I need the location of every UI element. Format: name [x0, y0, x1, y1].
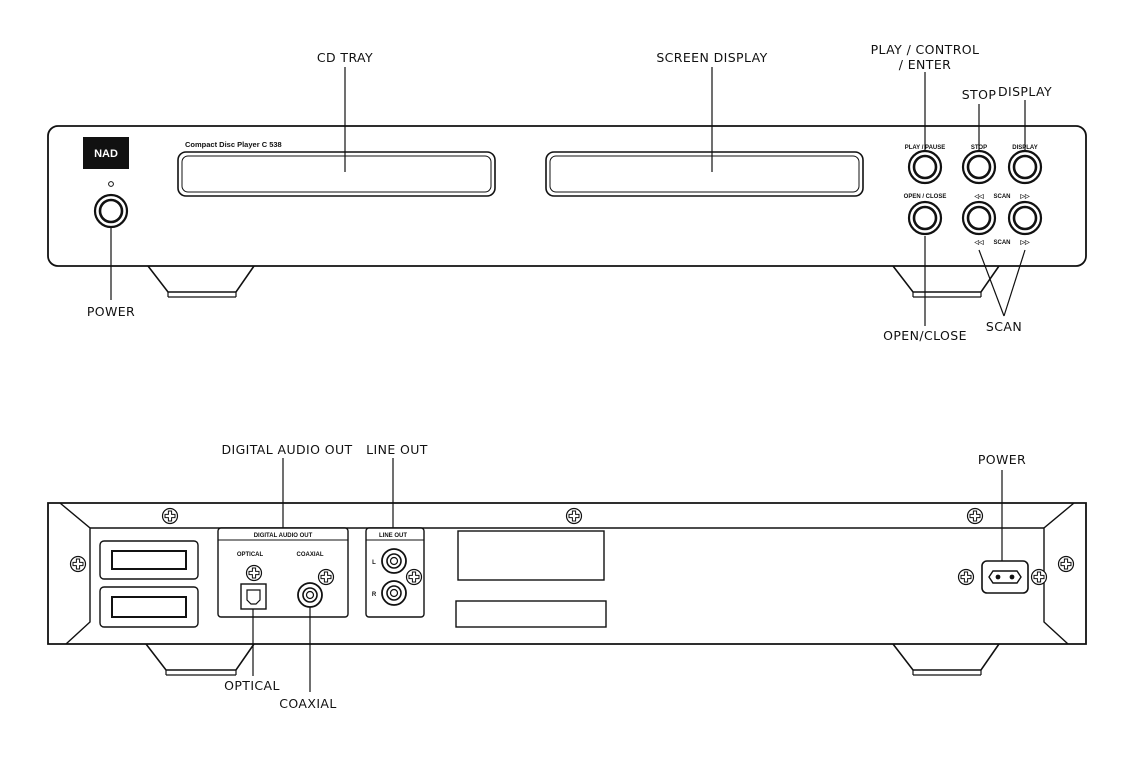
rear-serial-plate [455, 600, 607, 628]
screw-icon [317, 568, 335, 586]
rear-label-plate [457, 530, 605, 581]
screw-icon [966, 507, 984, 525]
scan-callout: SCAN [986, 319, 1022, 334]
digital-audio-out-label: DIGITAL AUDIO OUT [254, 533, 313, 539]
open-close-callout: OPEN/CLOSE [883, 328, 967, 343]
front-panel: NAD Compact Disc Player C 538 PLAY / PAU… [47, 42, 1087, 343]
vent-bottom [99, 586, 199, 628]
optical-callout: OPTICAL [224, 678, 280, 693]
vent-top [99, 540, 199, 580]
power-button[interactable] [93, 193, 129, 229]
scan-forward-button[interactable] [1007, 200, 1043, 236]
line-out-right-port[interactable] [381, 580, 407, 606]
screw-icon [245, 564, 263, 582]
line-out-section: LINE OUT L R [365, 527, 425, 618]
scan-bottom-label: SCAN [993, 240, 1010, 246]
scan-back-bottom-icon: ◁◁ [973, 239, 984, 246]
scan-fwd-bottom-icon: ▷▷ [1019, 239, 1030, 246]
screw-icon [1057, 555, 1075, 573]
rear-power-callout: POWER [978, 452, 1026, 467]
coaxial-label: COAXIAL [297, 552, 324, 558]
scan-back-button[interactable] [961, 200, 997, 236]
play-control-callout-line1: PLAY / CONTROL [871, 42, 980, 57]
coaxial-port[interactable] [297, 582, 323, 608]
screw-icon [957, 568, 975, 586]
open-close-button[interactable] [907, 200, 943, 236]
stop-button[interactable] [961, 149, 997, 185]
screw-icon [69, 555, 87, 573]
screen-display-callout: SCREEN DISPLAY [656, 50, 767, 65]
nad-logo: NAD [83, 137, 129, 169]
rear-panel: DIGITAL AUDIO OUT OPTICAL COAXIAL LINE O… [47, 442, 1087, 711]
coaxial-callout: COAXIAL [279, 696, 336, 711]
optical-label: OPTICAL [237, 552, 264, 558]
stop-callout: STOP [962, 87, 997, 102]
power-led [108, 181, 114, 187]
screw-icon [405, 568, 423, 586]
front-foot-left [147, 265, 255, 298]
model-label: Compact Disc Player C 538 [185, 140, 282, 149]
screw-icon [161, 507, 179, 525]
rear-foot-left [145, 643, 255, 676]
screw-icon [565, 507, 583, 525]
svg-text:NAD: NAD [94, 148, 118, 160]
rear-leader-lines [252, 458, 1003, 692]
cd-tray[interactable] [177, 151, 496, 197]
scan-top-label: SCAN [993, 194, 1010, 200]
display-callout: DISPLAY [998, 84, 1052, 99]
cd-tray-callout: CD TRAY [317, 50, 373, 65]
play-pause-button[interactable] [907, 149, 943, 185]
rear-foot-right [892, 643, 1000, 676]
right-channel-label: R [372, 592, 377, 598]
screw-icon [1030, 568, 1048, 586]
left-channel-label: L [372, 560, 376, 566]
optical-port[interactable] [240, 583, 267, 610]
screen-display [545, 151, 864, 197]
power-callout: POWER [87, 304, 135, 319]
power-inlet[interactable] [981, 560, 1029, 594]
scan-fwd-top-icon: ▷▷ [1019, 193, 1030, 200]
line-out-callout: LINE OUT [366, 442, 428, 457]
front-foot-right [892, 265, 1000, 298]
open-close-label: OPEN / CLOSE [904, 194, 947, 200]
scan-back-top-icon: ◁◁ [973, 193, 984, 200]
digital-audio-out-section: DIGITAL AUDIO OUT OPTICAL COAXIAL [217, 527, 349, 618]
play-control-callout-line2: / ENTER [899, 57, 951, 72]
line-out-label: LINE OUT [379, 533, 407, 539]
display-button[interactable] [1007, 149, 1043, 185]
line-out-left-port[interactable] [381, 548, 407, 574]
front-leader-lines [110, 67, 1026, 326]
digital-audio-out-callout: DIGITAL AUDIO OUT [221, 442, 352, 457]
